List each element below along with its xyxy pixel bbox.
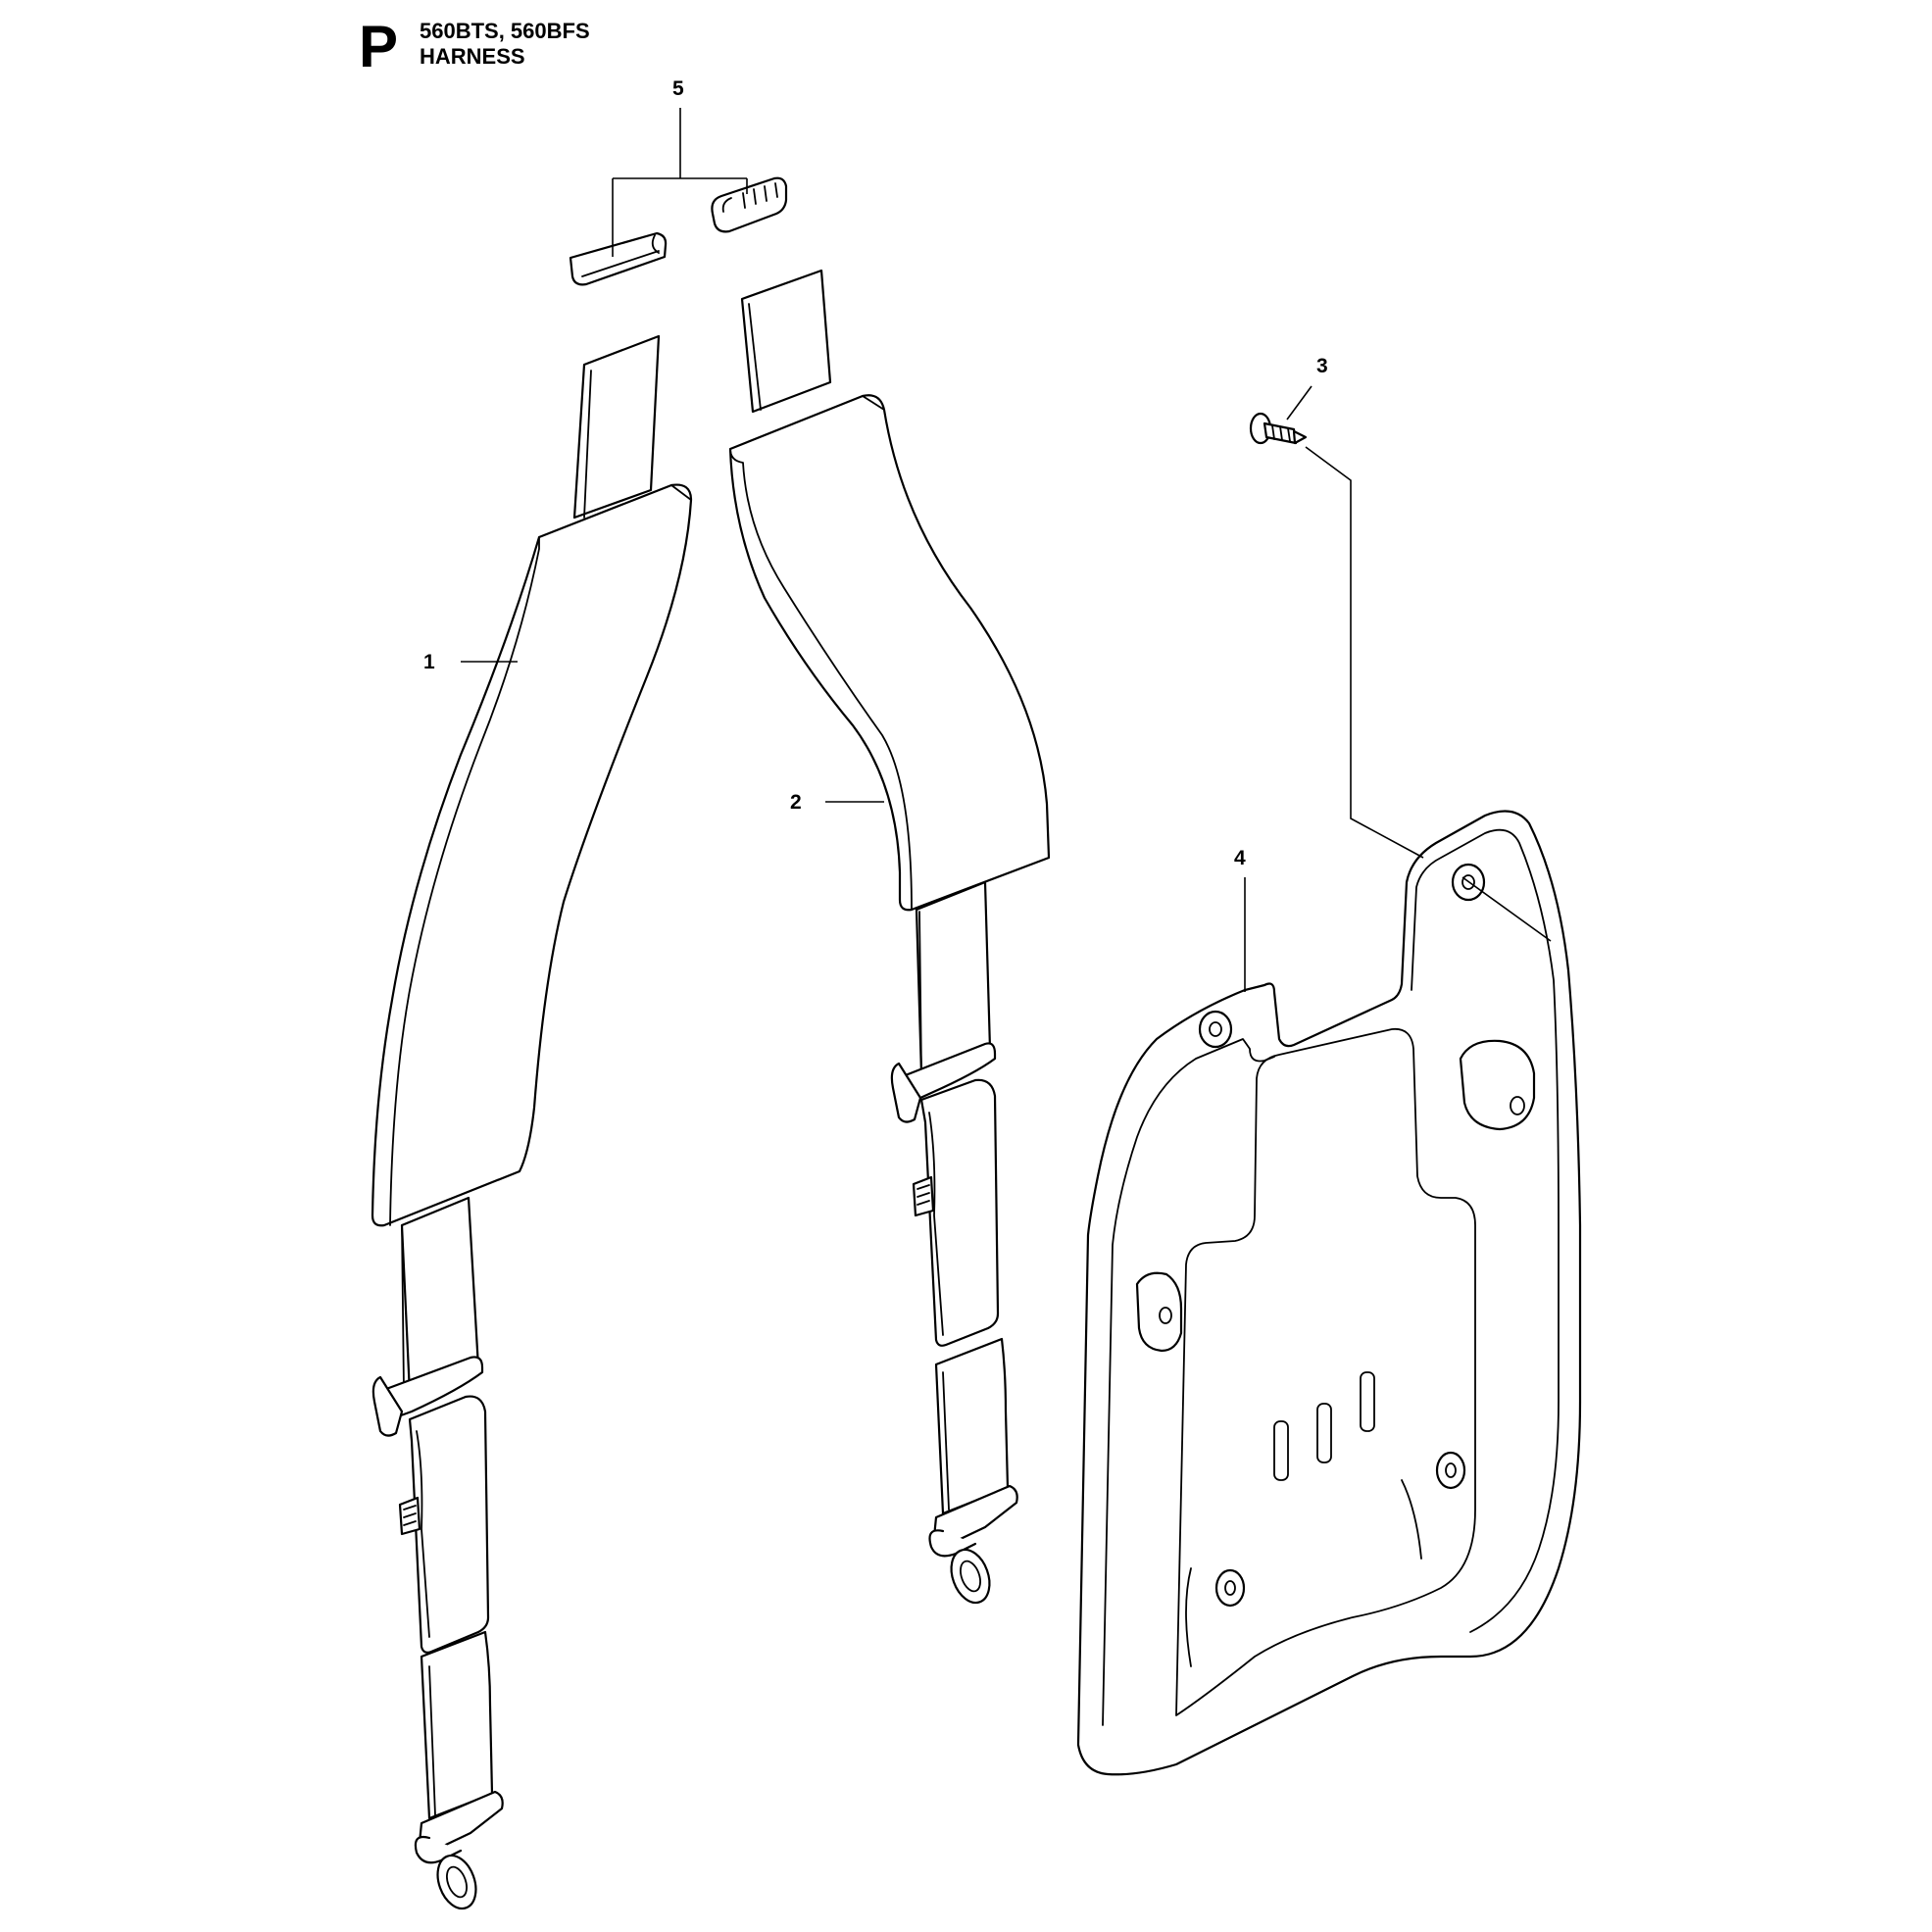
screw xyxy=(1249,412,1308,445)
callout-number: 5 xyxy=(672,77,684,100)
callout-3: 3 xyxy=(1286,355,1552,942)
callout-2: 2 xyxy=(790,791,884,814)
back-plate xyxy=(1076,810,1582,1776)
shoulder-strap-right xyxy=(728,269,1051,1605)
callout-number: 1 xyxy=(423,651,435,673)
callout-number: 3 xyxy=(1316,355,1328,377)
shoulder-strap-left xyxy=(371,334,693,1910)
section-title: HARNESS xyxy=(420,44,525,69)
callout-number: 4 xyxy=(1234,847,1246,869)
callout-number: 2 xyxy=(790,791,802,814)
strap-clip-right xyxy=(711,176,788,233)
section-letter: P xyxy=(359,14,399,79)
model-numbers: 560BTS, 560BFS xyxy=(420,19,590,43)
callout-5: 5 xyxy=(612,77,748,257)
callout-1: 1 xyxy=(423,651,518,673)
strap-clip-left xyxy=(569,231,668,286)
callout-4: 4 xyxy=(1234,847,1246,992)
